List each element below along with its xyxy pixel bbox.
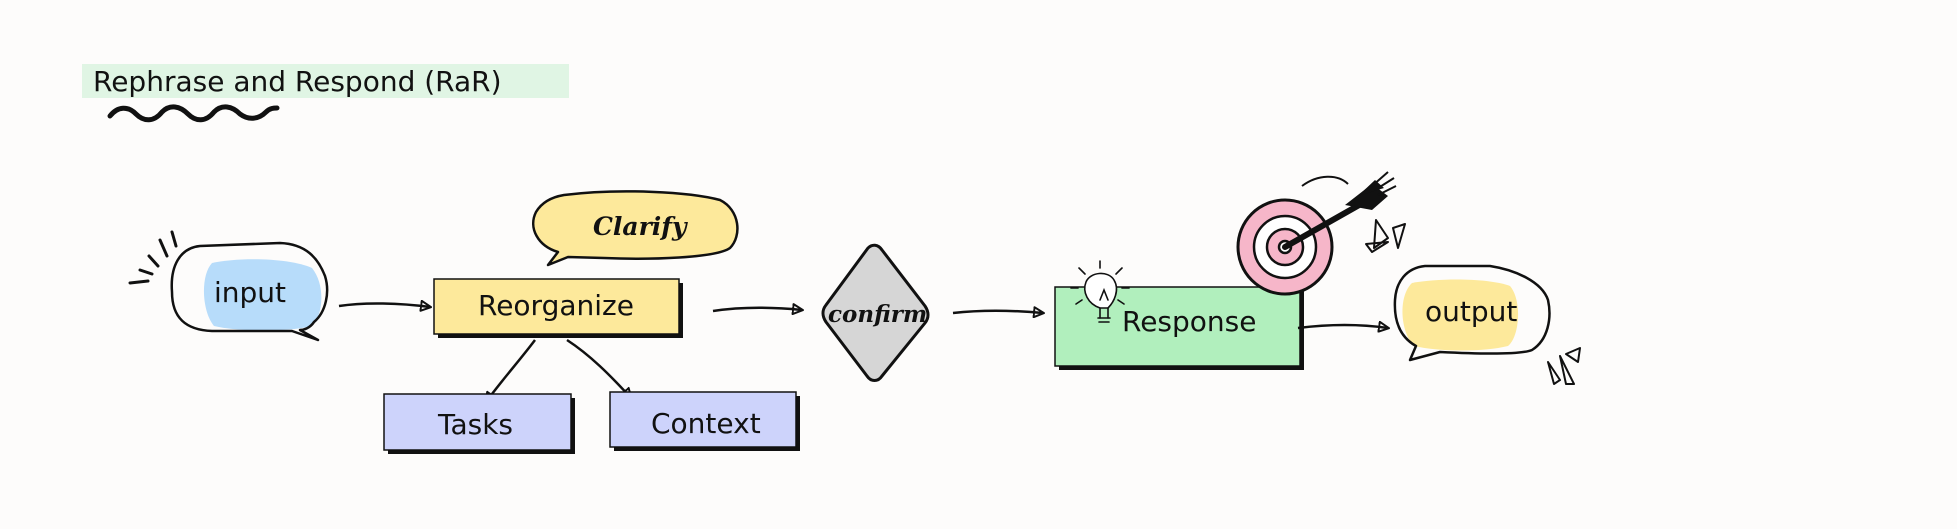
output-node: output	[1393, 264, 1551, 362]
target-dart-icon	[1236, 171, 1397, 296]
input-label: input	[214, 276, 286, 309]
response-node: Response	[1054, 286, 1304, 370]
arrow-response-to-output	[1297, 320, 1390, 333]
context-box	[609, 391, 797, 448]
page-title: Rephrase and Respond (RaR)	[93, 65, 502, 98]
context-node: Context	[609, 391, 800, 451]
reorganize-label: Reorganize	[478, 289, 634, 322]
input-node: input	[170, 241, 329, 342]
clarify-label: Clarify	[593, 212, 688, 241]
arrow-reorganize-to-tasks	[484, 339, 536, 404]
confirm-label: confirm	[828, 301, 927, 328]
context-label: Context	[651, 407, 761, 440]
tasks-label: Tasks	[437, 408, 513, 441]
confirm-node: confirm	[821, 243, 930, 382]
tasks-node: Tasks	[383, 393, 575, 454]
output-label: output	[1425, 295, 1517, 328]
title-block: Rephrase and Respond (RaR)	[82, 64, 569, 123]
sparkle-marks-top	[1365, 219, 1406, 253]
title-highlight	[82, 64, 569, 98]
arrow-reorganize-to-confirm	[712, 303, 804, 316]
input-highlight	[203, 259, 322, 331]
arrow-reorganize-to-context	[566, 338, 633, 400]
arrow-confirm-to-response	[952, 306, 1045, 319]
squiggle-underline	[107, 104, 280, 123]
lightbulb-icon	[1070, 260, 1130, 323]
output-highlight	[1402, 279, 1519, 351]
reorganize-node: Reorganize	[433, 278, 683, 338]
tasks-box	[383, 393, 572, 451]
input-speech-bubble	[170, 241, 329, 342]
burst-marks	[128, 230, 178, 285]
output-speech-bubble	[1393, 264, 1551, 362]
confirm-diamond	[821, 243, 930, 382]
reorganize-box	[433, 278, 680, 335]
clarify-bubble	[532, 190, 739, 267]
response-label: Response	[1122, 305, 1256, 338]
arrow-input-to-reorganize	[338, 299, 432, 312]
sparkle-marks-bottom	[1547, 347, 1581, 385]
clarify-node: Clarify	[532, 190, 739, 267]
